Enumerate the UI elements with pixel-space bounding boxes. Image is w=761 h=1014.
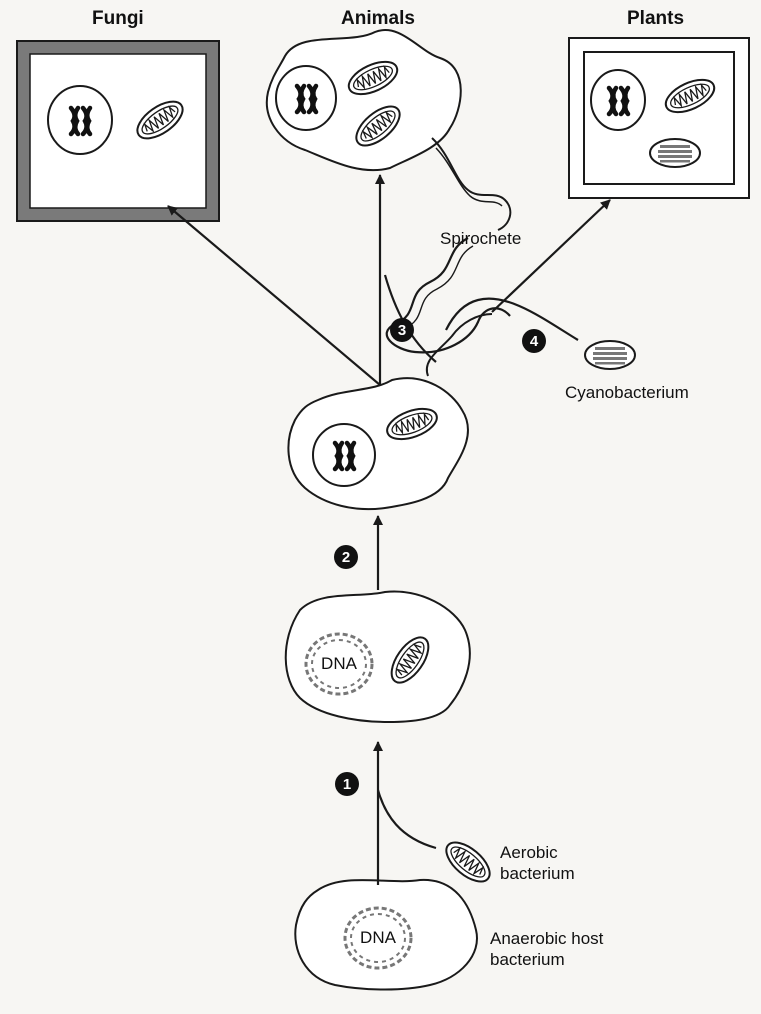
animal-cell (267, 30, 511, 230)
animals-label: Animals (341, 8, 415, 30)
dna-label-lower: DNA (360, 928, 396, 948)
chloroplast-icon (650, 139, 700, 167)
arrow-icon (168, 175, 610, 885)
fungi-cell (17, 41, 219, 221)
aerobic-bacterium-label: Aerobic bacterium (500, 842, 575, 884)
fungi-nucleus (48, 86, 112, 154)
spirochete-label: Spirochete (440, 228, 521, 249)
eukaryote-with-mitochondrion (288, 378, 468, 509)
anaerobic-host-label: Anaerobic host bacterium (490, 928, 603, 970)
step-1-badge: 1 (335, 772, 359, 796)
host-with-mitochondrion (286, 591, 470, 722)
dna-label-upper: DNA (321, 654, 357, 674)
fungi-label: Fungi (92, 8, 144, 30)
plant-cell (569, 38, 749, 198)
plants-label: Plants (627, 8, 684, 30)
step-3-badge: 3 (390, 318, 414, 342)
step-4-badge: 4 (522, 329, 546, 353)
cyanobacterium-icon (585, 341, 635, 369)
step-2-badge: 2 (334, 545, 358, 569)
cyanobacterium-label: Cyanobacterium (565, 382, 689, 403)
aerobic-bacterium (440, 835, 497, 888)
